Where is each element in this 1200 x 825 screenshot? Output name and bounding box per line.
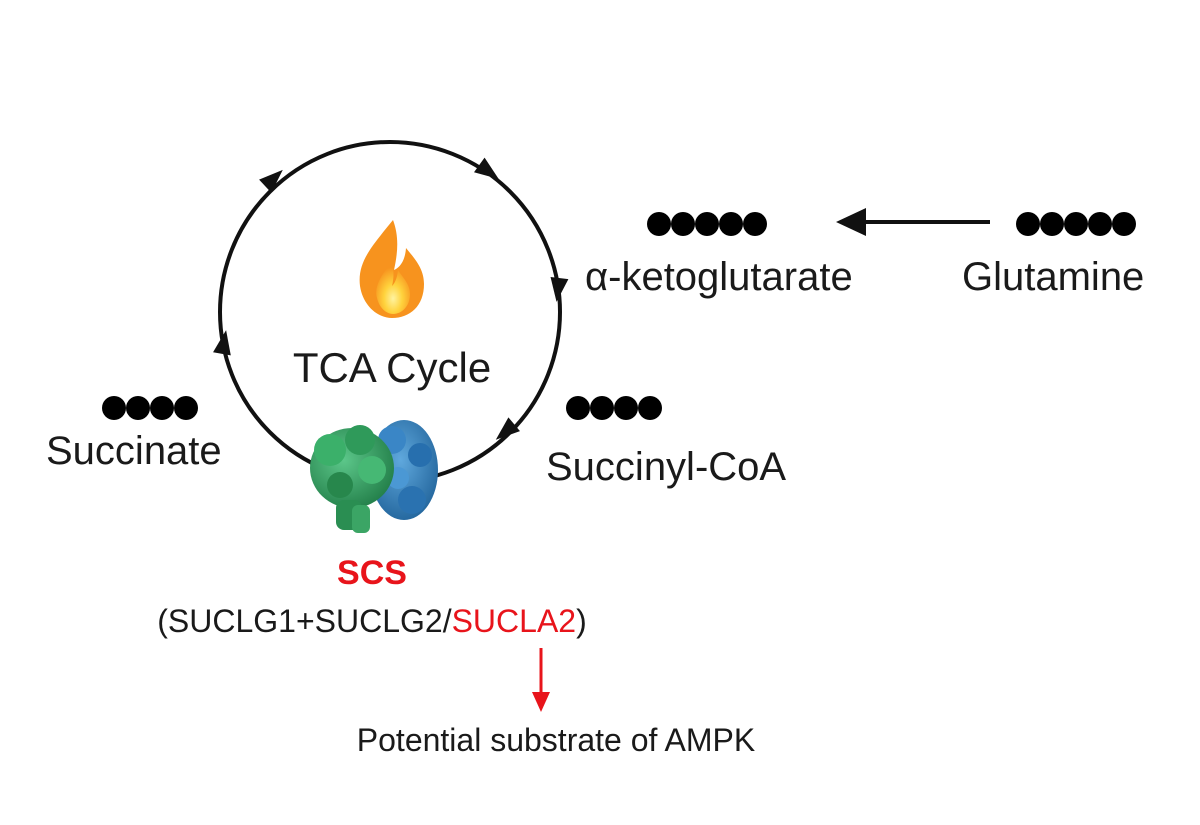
carbon-dots-akg — [647, 212, 767, 236]
carbon-dots-glutamine — [1016, 212, 1136, 236]
tca-cycle-label: TCA Cycle — [293, 344, 491, 391]
sucla2-to-ampk-arrow — [532, 648, 550, 712]
succinyl-coa-label: Succinyl-CoA — [546, 445, 786, 489]
cycle-arrowhead — [550, 276, 569, 302]
protein-complex-icon — [310, 420, 438, 533]
cycle-arrowhead — [213, 330, 231, 356]
succinate-label: Succinate — [46, 429, 222, 473]
flame-icon — [359, 220, 424, 318]
ampk-substrate-note: Potential substrate of AMPK — [357, 722, 755, 758]
carbon-dots-succinate — [102, 396, 198, 420]
cycle-arrowhead — [259, 169, 283, 193]
glutamine-label: Glutamine — [962, 255, 1144, 299]
scs-enzyme-label: SCS — [337, 554, 407, 592]
akg-label: α-ketoglutarate — [585, 255, 853, 299]
cycle-arrowhead — [495, 417, 520, 440]
subunits-suffix: ) — [576, 603, 587, 639]
sucla2-highlight: SUCLA2 — [452, 603, 577, 639]
carbon-dots-succinyl-coa — [566, 396, 662, 420]
subunits-prefix: (SUCLG1+SUCLG2/ — [157, 603, 451, 639]
scs-subunits-label: (SUCLG1+SUCLG2/SUCLA2) — [157, 603, 586, 639]
cycle-arrowhead — [474, 157, 499, 180]
glutamine-to-akg-arrow — [836, 208, 990, 236]
